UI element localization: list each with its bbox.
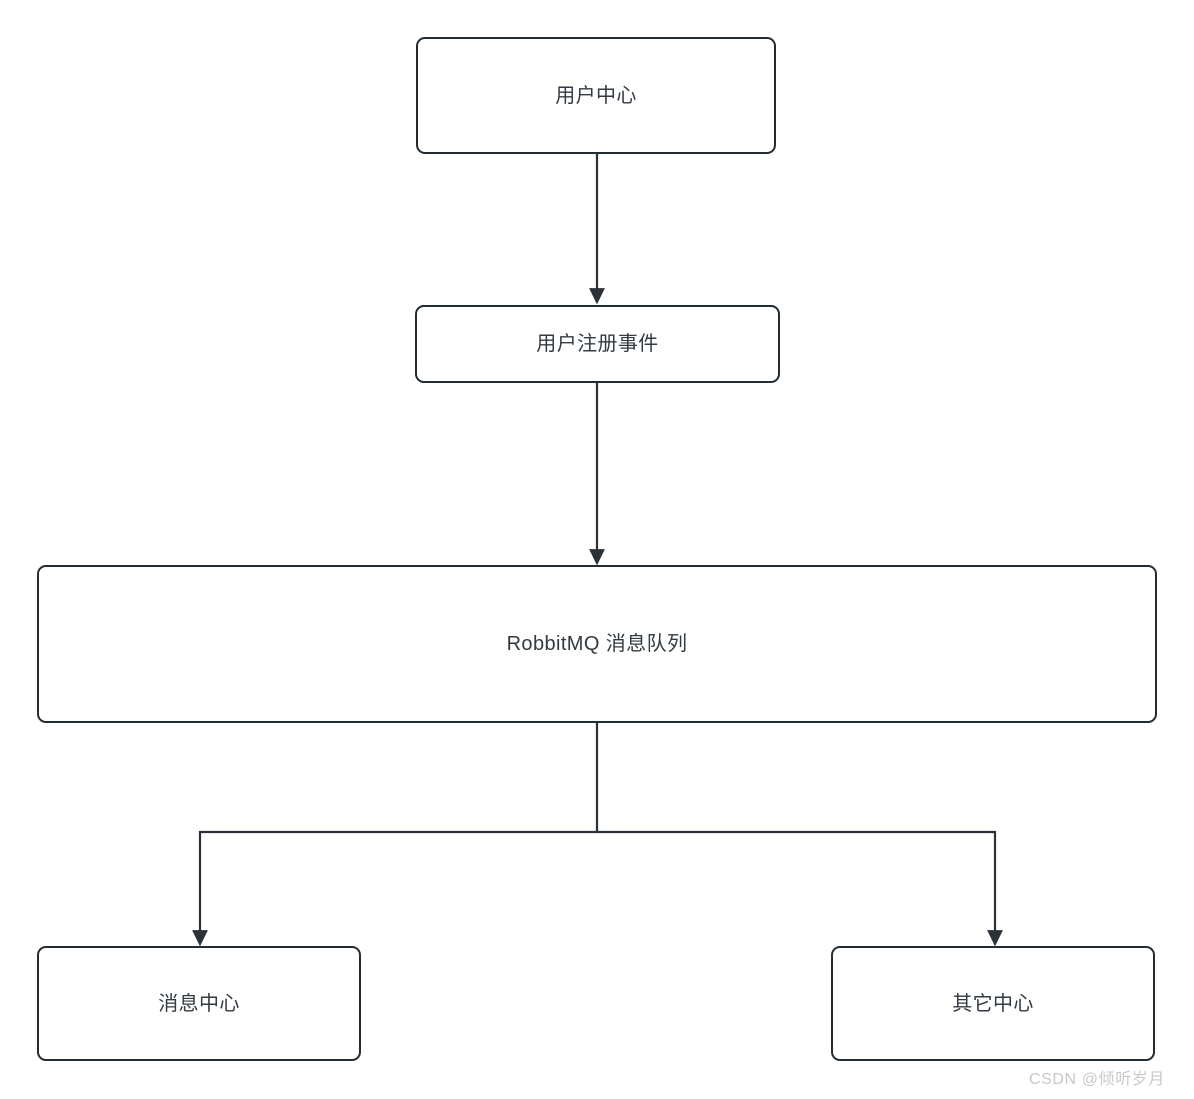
node-rabbitmq-message-queue-label: RobbitMQ 消息队列 [506,633,688,655]
node-other-center-label: 其它中心 [952,992,1034,1015]
node-rabbitmq-message-queue[interactable]: RobbitMQ 消息队列 [37,565,1157,723]
node-message-center[interactable]: 消息中心 [37,946,361,1061]
edge-mq-to-other-center [597,830,1003,947]
node-message-center-label: 消息中心 [158,992,240,1015]
node-other-center[interactable]: 其它中心 [831,946,1155,1061]
node-user-registration-event[interactable]: 用户注册事件 [415,305,780,383]
node-user-center[interactable]: 用户中心 [416,37,776,154]
edge-mq-to-msg-center [192,723,599,947]
node-user-center-label: 用户中心 [555,84,637,107]
node-user-registration-event-label: 用户注册事件 [536,333,659,355]
csdn-watermark: CSDN @倾听岁月 [1028,1071,1165,1088]
